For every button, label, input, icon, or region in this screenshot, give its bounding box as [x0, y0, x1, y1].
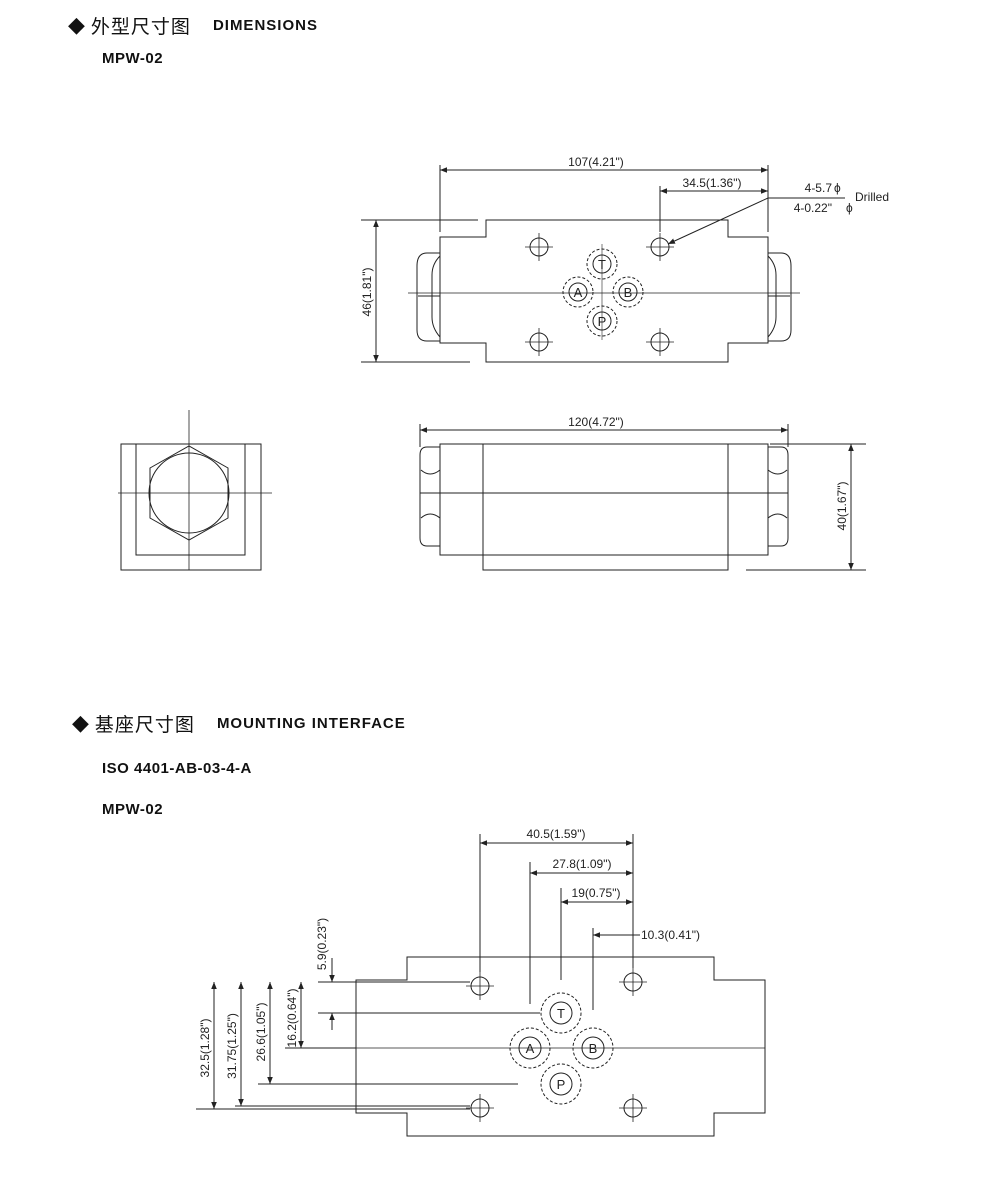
- dim-26-6: 26.6(1.05"): [254, 1003, 268, 1062]
- hole-spec-imperial: 4-0.22": [794, 201, 832, 215]
- top-view-body: [439, 219, 769, 363]
- phi-symbol: ϕ: [846, 201, 853, 215]
- top-length-label: 107(4.21"): [568, 155, 624, 169]
- mounting-title-cn: 基座尺寸图: [94, 714, 195, 736]
- top-height-label: 46(1.81"): [360, 268, 374, 317]
- mounting-hole: [524, 327, 554, 357]
- dim-10-3: 10.3(0.41"): [641, 928, 700, 942]
- phi-symbol: ϕ: [834, 181, 841, 195]
- port-a-label: A: [574, 285, 583, 300]
- mounting-hole: [645, 232, 675, 262]
- mounting-hole: [524, 232, 554, 262]
- mounting-standard: ISO 4401-AB-03-4-A: [102, 760, 252, 777]
- mount-port-a-label: A: [526, 1041, 535, 1056]
- side-length-label: 120(4.72"): [568, 415, 624, 429]
- mount-port-p-label: P: [557, 1077, 566, 1092]
- dimensions-title-cn: 外型尺寸图: [90, 16, 191, 38]
- dim-32-5: 32.5(1.28"): [198, 1019, 212, 1078]
- mounting-hole: [645, 327, 675, 357]
- port-a-outer: [562, 276, 594, 308]
- port-b-outer: [612, 276, 644, 308]
- dimensions-title-en: DIMENSIONS: [212, 17, 318, 34]
- dimensions-header: ◆ 外型尺寸图 DIMENSIONS: [68, 12, 318, 39]
- mounting-hole: [465, 1093, 495, 1123]
- mounting-title-en: MOUNTING INTERFACE: [216, 715, 406, 732]
- dim-19: 19(0.75"): [572, 886, 621, 900]
- side-height-label: 40(1.67"): [835, 482, 849, 531]
- dim-31-75: 31.75(1.25"): [225, 1013, 239, 1079]
- drilled-label: Drilled: [855, 190, 889, 204]
- mounting-hole: [618, 967, 648, 997]
- mounting-header: ◆ 基座尺寸图 MOUNTING INTERFACE: [72, 710, 406, 737]
- end-view: [118, 410, 272, 571]
- diamond-bullet-icon: ◆: [68, 12, 85, 38]
- mounting-interface-view: [196, 834, 766, 1137]
- port-p-label: P: [598, 314, 607, 329]
- side-view: [419, 424, 866, 571]
- left-nut: [416, 252, 440, 342]
- mount-port-t-label: T: [557, 1006, 565, 1021]
- mounting-hole: [465, 971, 495, 1001]
- dim-40-5: 40.5(1.59"): [527, 827, 586, 841]
- diamond-bullet-icon: ◆: [72, 710, 89, 736]
- right-nut: [768, 252, 792, 342]
- dim-5-9: 5.9(0.23"): [315, 918, 329, 970]
- mount-port-b-label: B: [589, 1041, 598, 1056]
- mounting-model: MPW-02: [102, 801, 164, 818]
- mounting-hole: [618, 1093, 648, 1123]
- port-b-label: B: [624, 285, 633, 300]
- mounting-body: [355, 956, 766, 1137]
- port-t-label: T: [598, 257, 606, 272]
- dim-27-8: 27.8(1.09"): [553, 857, 612, 871]
- dim-16-2: 16.2(0.64"): [285, 989, 299, 1048]
- hole-offset-label: 34.5(1.36"): [683, 176, 742, 190]
- dimensions-model: MPW-02: [102, 50, 164, 67]
- top-view: [361, 165, 845, 363]
- hole-spec-metric: 4-5.7: [805, 181, 833, 195]
